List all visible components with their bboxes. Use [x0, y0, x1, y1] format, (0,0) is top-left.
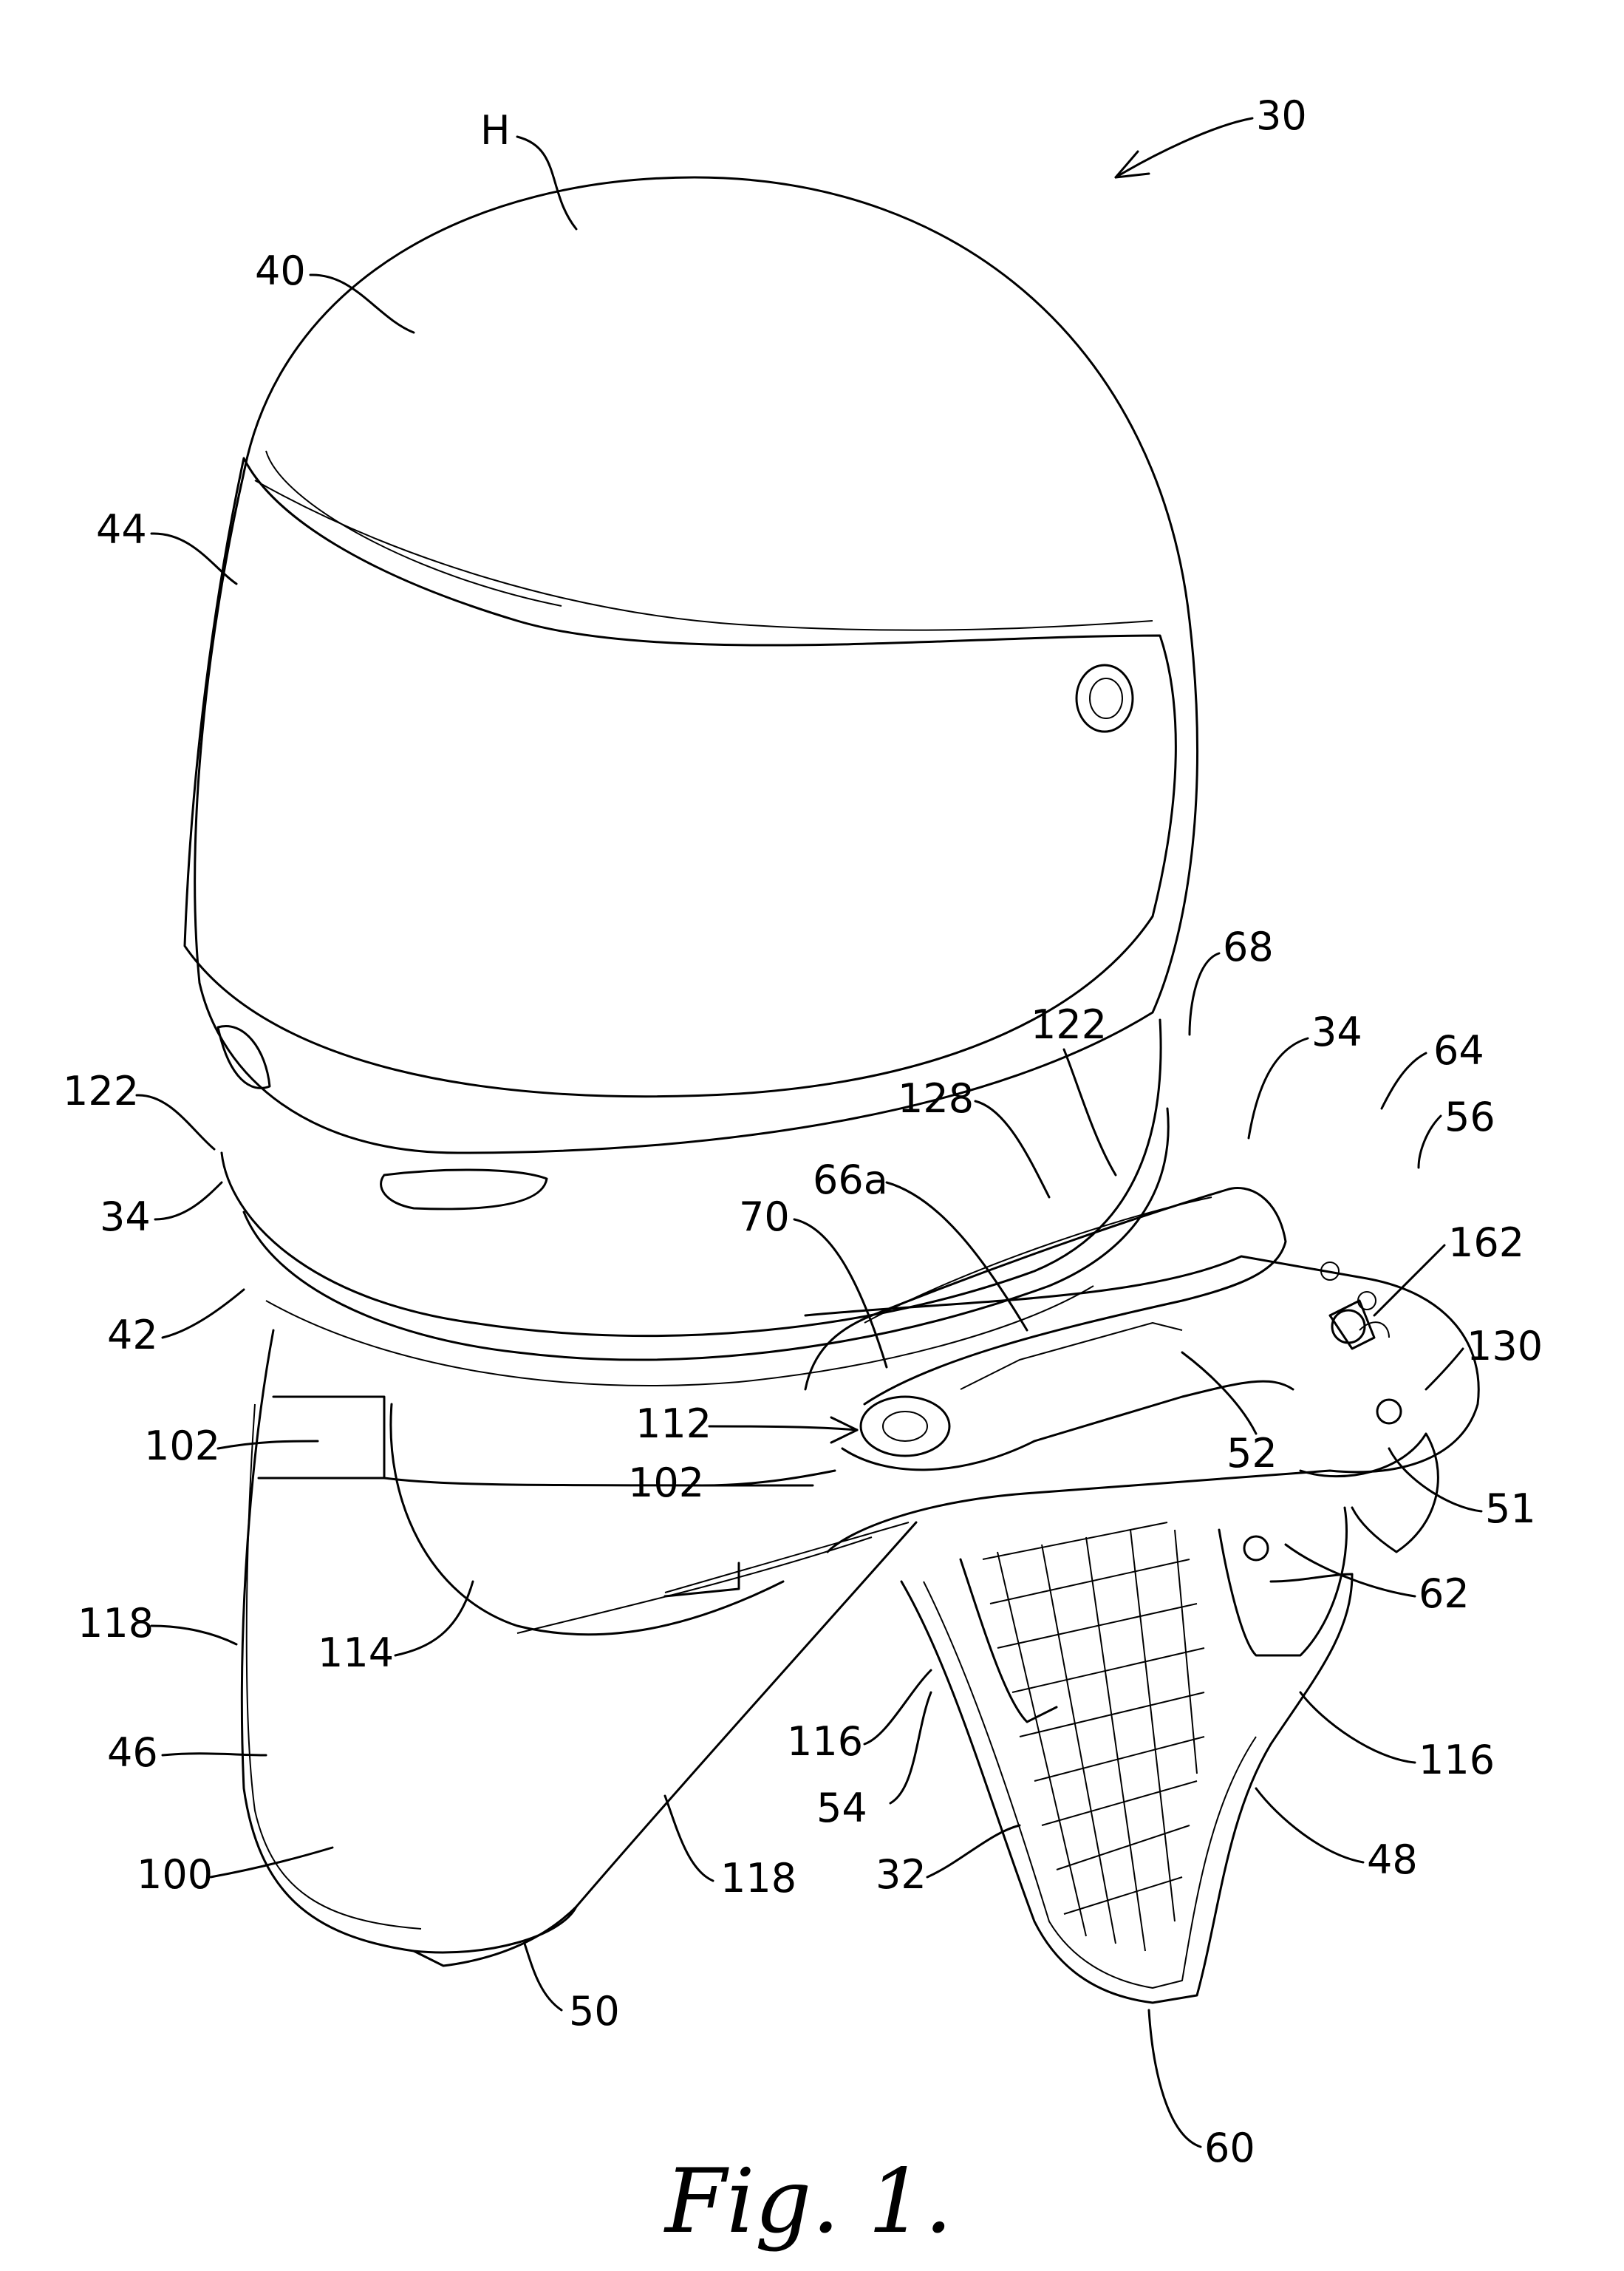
label-42: 42	[107, 1312, 158, 1358]
label-56: 56	[1444, 1094, 1495, 1140]
label-44: 44	[96, 506, 147, 553]
label-102-right: 102	[628, 1460, 704, 1506]
label-122-right: 122	[1031, 1001, 1107, 1048]
label-62: 62	[1419, 1570, 1470, 1617]
figure-caption: Fig. 1.	[663, 2151, 952, 2253]
label-130: 130	[1467, 1323, 1543, 1369]
helmet	[185, 177, 1197, 1386]
label-30: 30	[1256, 92, 1307, 139]
reference-numerals: 30 H 40 44 122 34 42 102 118 46 100 50 1…	[63, 92, 1543, 2171]
label-54: 54	[816, 1785, 867, 1831]
label-48: 48	[1367, 1836, 1418, 1883]
label-70: 70	[739, 1194, 790, 1240]
label-40: 40	[255, 248, 306, 294]
label-116-right: 116	[1419, 1737, 1495, 1783]
label-114: 114	[318, 1630, 394, 1676]
label-52: 52	[1226, 1430, 1277, 1477]
label-162: 162	[1448, 1219, 1524, 1266]
label-100: 100	[137, 1851, 213, 1898]
label-118-left: 118	[78, 1600, 154, 1647]
label-32: 32	[876, 1851, 927, 1898]
label-112: 112	[635, 1400, 712, 1447]
label-66a: 66a	[813, 1157, 888, 1203]
label-68: 68	[1223, 924, 1274, 970]
label-102-left: 102	[144, 1423, 220, 1469]
label-64: 64	[1433, 1027, 1484, 1074]
label-51: 51	[1485, 1485, 1536, 1532]
label-128: 128	[898, 1075, 974, 1122]
label-122-left: 122	[63, 1068, 139, 1114]
label-60: 60	[1204, 2125, 1255, 2171]
label-50: 50	[569, 1988, 620, 2035]
label-118-right: 118	[720, 1855, 796, 1901]
ventilation-grid	[983, 1522, 1204, 1951]
label-34-right: 34	[1311, 1009, 1362, 1055]
label-H: H	[480, 107, 511, 154]
label-34-left: 34	[100, 1194, 151, 1240]
label-46: 46	[107, 1729, 158, 1776]
label-116-left: 116	[787, 1718, 863, 1765]
